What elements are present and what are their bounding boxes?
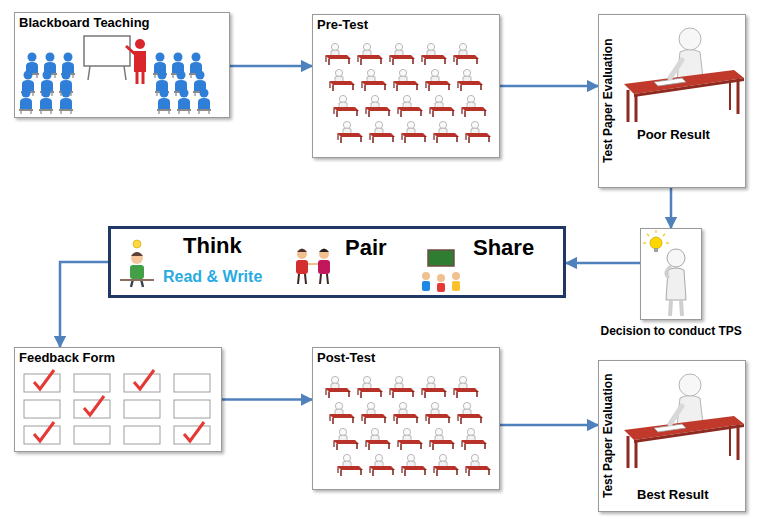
exam-hall-illustration [325,43,491,143]
lesson-box: Blackboard Teaching [14,12,230,118]
flow-arrow [670,188,673,228]
node-caption: Decision to conduct TPS [601,324,742,338]
evaluator-illustration [624,28,744,122]
exam-hall-illustration [325,376,491,476]
evaluation-box: Test Paper EvaluationPoor Result [598,14,746,188]
tps-box: ThinkRead & Write Pair Share [108,226,566,298]
flow-arrow [60,262,108,347]
vertical-label: Test Paper Evaluation [601,39,615,163]
node-label: Feedback Form [19,350,115,366]
think-icon [120,240,154,287]
pair-icon [296,249,330,285]
flow-arrow [222,398,312,401]
node-label: Pre-Test [317,17,368,33]
share-icon [422,250,460,292]
node-label: Pair [345,235,387,261]
evaluation-box: Test Paper EvaluationBest Result [598,360,746,512]
flow-arrow [500,424,598,427]
flow-arrow [500,85,598,88]
node-label: Post-Test [317,350,375,366]
vertical-label: Test Paper Evaluation [601,374,615,498]
node-label: Share [473,235,534,261]
node-label: Think [183,233,242,259]
feedback-form-illustration [24,370,210,444]
classroom-illustration [19,36,211,114]
test-box: Pre-Test [312,14,500,158]
flow-arrow [566,262,640,265]
node-label: Poor Result [637,127,710,143]
node-label: Read & Write [163,267,262,286]
thinker-illustration [643,230,686,316]
node-label: Best Result [637,487,709,503]
evaluator-illustration [624,374,744,468]
flow-arrow [230,65,312,68]
decision-box: Decision to conduct TPS [640,228,702,320]
feedback-box: Feedback Form [14,347,222,452]
test-box: Post-Test [312,347,500,490]
node-label: Blackboard Teaching [19,15,150,31]
